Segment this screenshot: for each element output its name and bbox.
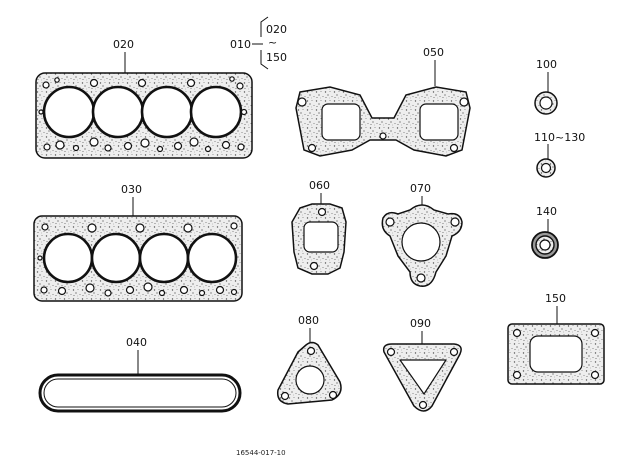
part-090-flange-gasket[interactable]: 090 bbox=[382, 317, 462, 412]
part-010-range-top: 020 bbox=[266, 23, 287, 36]
part-140-label: 140 bbox=[536, 205, 557, 218]
part-030-bolt-holes bbox=[37, 222, 238, 297]
part-110-130-ring[interactable]: 110~130 bbox=[534, 131, 585, 178]
figure-code: 16544-017-10 bbox=[236, 449, 286, 457]
part-010-range-sep: ~ bbox=[268, 36, 277, 49]
part-020-bolt-holes bbox=[38, 76, 248, 153]
part-140-seal[interactable]: 140 bbox=[531, 205, 559, 259]
part-030-label: 030 bbox=[121, 183, 142, 196]
part-070-label: 070 bbox=[410, 182, 431, 195]
part-020-head-gasket[interactable]: 020 bbox=[35, 38, 253, 159]
part-080-label: 080 bbox=[298, 314, 319, 327]
part-040-label: 040 bbox=[126, 336, 147, 349]
part-010-gasket-set[interactable]: 010 020 ~ 150 bbox=[230, 16, 287, 70]
part-030-head-gasket[interactable]: 030 bbox=[33, 183, 243, 302]
part-080-flange-gasket[interactable]: 080 bbox=[276, 314, 342, 405]
part-010-range-bottom: 150 bbox=[266, 51, 287, 64]
part-110-130-label: 110~130 bbox=[534, 131, 585, 144]
part-070-flange-gasket[interactable]: 070 bbox=[381, 182, 463, 287]
part-040-oval-gasket[interactable]: 040 bbox=[38, 336, 242, 413]
part-150-flange-gasket[interactable]: 150 bbox=[507, 292, 605, 385]
part-060-flange-gasket[interactable]: 060 bbox=[291, 179, 347, 275]
part-060-label: 060 bbox=[309, 179, 330, 192]
part-100-label: 100 bbox=[536, 58, 557, 71]
part-100-ring[interactable]: 100 bbox=[534, 58, 558, 115]
part-020-label: 020 bbox=[113, 38, 134, 51]
part-150-label: 150 bbox=[545, 292, 566, 305]
part-050-manifold-gasket[interactable]: 050 bbox=[295, 46, 471, 157]
part-050-label: 050 bbox=[423, 46, 444, 59]
part-090-label: 090 bbox=[410, 317, 431, 330]
part-010-label: 010 bbox=[230, 38, 251, 51]
